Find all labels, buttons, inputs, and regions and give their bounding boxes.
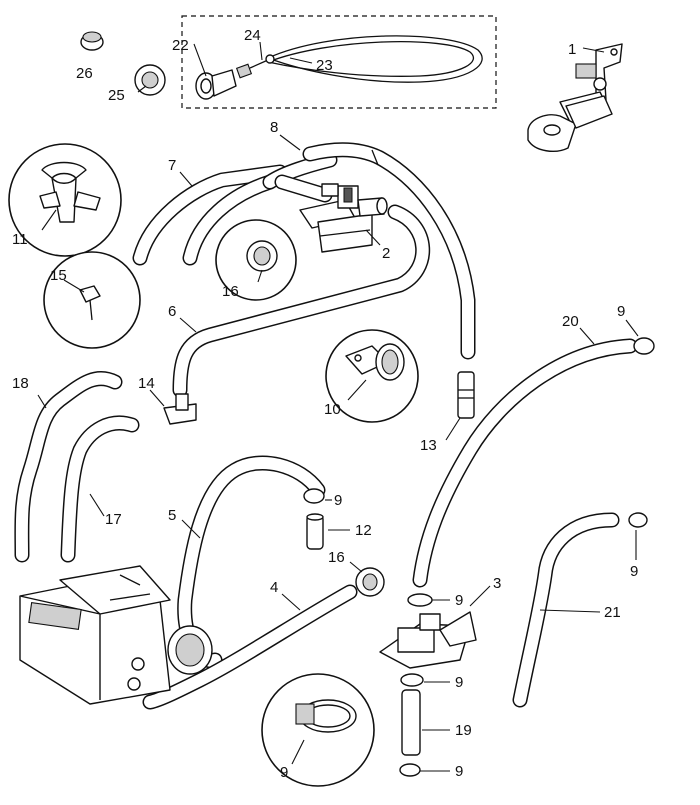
hose-7 xyxy=(132,164,288,266)
label-12: 12 xyxy=(355,522,372,539)
label-9-e: 9 xyxy=(455,674,463,691)
label-9-d: 9 xyxy=(455,592,463,609)
label-4: 4 xyxy=(270,579,278,596)
grommet-25 xyxy=(134,64,166,96)
bracket-14 xyxy=(163,393,197,425)
label-14: 14 xyxy=(138,375,155,392)
label-1: 1 xyxy=(568,41,576,58)
label-26: 26 xyxy=(76,65,93,82)
water-valve-3 xyxy=(379,611,477,669)
grommet-16-lower xyxy=(355,567,385,597)
hose-6 xyxy=(172,204,431,398)
hose-20 xyxy=(412,338,638,588)
label-21: 21 xyxy=(604,604,621,621)
hose-19 xyxy=(401,689,421,756)
inset-clip-11 xyxy=(8,143,122,257)
label-16-b: 16 xyxy=(328,549,345,566)
hose-18 xyxy=(14,371,123,563)
label-9-c: 9 xyxy=(630,563,638,580)
label-7: 7 xyxy=(168,157,176,174)
label-16-a: 16 xyxy=(222,283,239,300)
grommet-26 xyxy=(80,31,104,51)
hose-21 xyxy=(512,512,620,708)
hose-17 xyxy=(60,415,140,563)
label-3: 3 xyxy=(493,575,501,592)
connector-13 xyxy=(457,371,475,419)
label-9-g: 9 xyxy=(280,764,288,781)
label-20: 20 xyxy=(562,313,579,330)
cable-assembly-22 xyxy=(181,15,497,109)
label-9-b: 9 xyxy=(334,492,342,509)
heater-unit xyxy=(19,565,213,705)
leader-lines xyxy=(37,41,639,772)
label-9-a: 9 xyxy=(617,303,625,320)
label-6: 6 xyxy=(168,303,176,320)
label-8: 8 xyxy=(270,119,278,136)
label-9-f: 9 xyxy=(455,763,463,780)
label-11: 11 xyxy=(12,231,28,248)
hose-8 xyxy=(262,142,476,360)
label-10: 10 xyxy=(324,401,341,418)
label-13: 13 xyxy=(420,437,437,454)
label-23: 23 xyxy=(316,57,333,74)
label-19: 19 xyxy=(455,722,472,739)
valve-1 xyxy=(527,43,623,152)
label-22: 22 xyxy=(172,37,189,54)
valve-2 xyxy=(299,183,388,253)
label-2: 2 xyxy=(382,245,390,262)
hoses xyxy=(14,142,638,756)
callout-labels: 1 2 3 4 5 6 7 8 9 9 9 9 9 9 9 10 11 12 1… xyxy=(12,27,638,781)
clamps-9 xyxy=(303,337,655,777)
label-5: 5 xyxy=(168,507,176,524)
label-25: 25 xyxy=(108,87,125,104)
label-24: 24 xyxy=(244,27,261,44)
inset-clamp-9 xyxy=(261,673,375,787)
pipe-12 xyxy=(306,513,324,550)
label-18: 18 xyxy=(12,375,29,392)
label-17: 17 xyxy=(105,511,122,528)
inset-grommet-16 xyxy=(215,219,297,301)
inset-screw-15 xyxy=(43,251,141,349)
label-15: 15 xyxy=(50,267,67,284)
hose-4 xyxy=(142,584,358,710)
